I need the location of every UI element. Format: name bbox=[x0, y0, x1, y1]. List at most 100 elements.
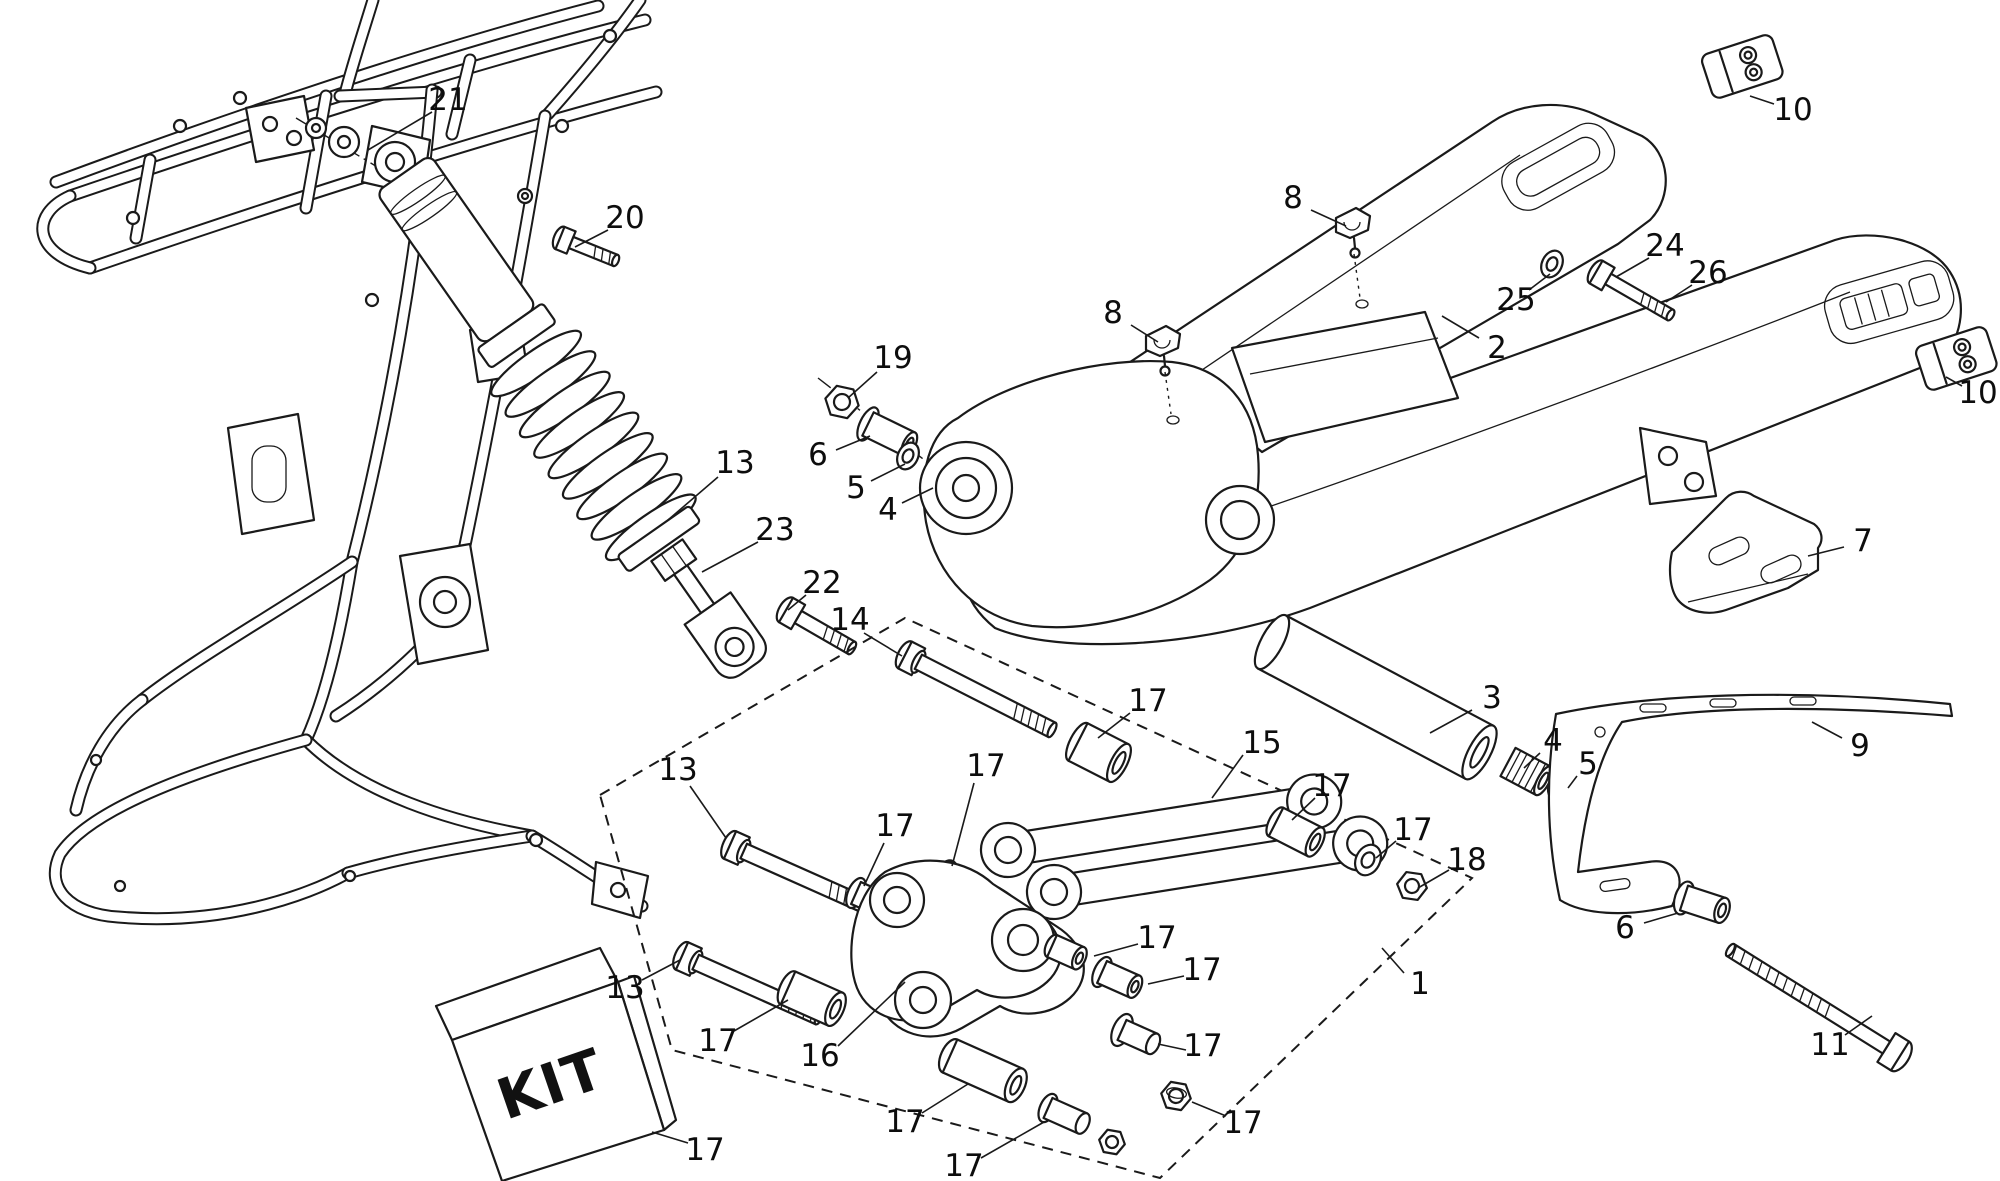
callout-10: 10 bbox=[1958, 375, 1997, 411]
leader-line-8 bbox=[1130, 324, 1159, 343]
leader-line-19 bbox=[847, 371, 878, 399]
leader-line-21 bbox=[367, 111, 433, 151]
leader-line-17 bbox=[980, 1121, 1045, 1159]
leader-line-16 bbox=[837, 981, 906, 1047]
callout-20: 20 bbox=[605, 200, 644, 236]
callout-17: 17 bbox=[1223, 1105, 1262, 1141]
part-16-rocker-arm bbox=[850, 859, 1062, 1030]
callout-17: 17 bbox=[1128, 683, 1167, 719]
leader-line-15 bbox=[1211, 754, 1244, 799]
callout-3: 3 bbox=[1482, 680, 1502, 716]
callout-4: 4 bbox=[878, 492, 898, 528]
leader-line-11 bbox=[1844, 1015, 1873, 1036]
leader-line-22 bbox=[787, 594, 807, 611]
leader-line-7 bbox=[1807, 546, 1845, 557]
part-17-bushing bbox=[1043, 933, 1088, 971]
part-17-washer bbox=[1353, 843, 1383, 877]
callout-13: 13 bbox=[605, 970, 644, 1006]
callout-2: 2 bbox=[1487, 330, 1507, 366]
callout-5: 5 bbox=[846, 470, 866, 506]
callout-9: 9 bbox=[1850, 728, 1870, 764]
leader-line-17 bbox=[1093, 943, 1139, 957]
callout-17: 17 bbox=[1312, 768, 1351, 804]
part-18-nut bbox=[1396, 870, 1428, 902]
leader-line-14 bbox=[863, 632, 903, 657]
part-19-nut bbox=[824, 384, 860, 420]
leader-line-6 bbox=[835, 435, 871, 451]
part-17-sleeve bbox=[937, 1038, 1028, 1104]
part-3-pivot-tube bbox=[1253, 613, 1498, 781]
leader-line-13 bbox=[689, 785, 727, 839]
callout-13: 13 bbox=[658, 752, 697, 788]
part-15-linkage-plate bbox=[979, 773, 1343, 879]
leader-line-3 bbox=[1429, 709, 1473, 734]
callout-26: 26 bbox=[1688, 255, 1727, 291]
leader-line-17 bbox=[1147, 975, 1185, 985]
leader-line-8 bbox=[1310, 209, 1347, 227]
callout-17: 17 bbox=[944, 1148, 983, 1181]
callout-1: 1 bbox=[1410, 966, 1430, 1002]
part-17-spacer bbox=[1265, 806, 1326, 858]
leader-line-5 bbox=[1567, 775, 1578, 789]
leader-line-4 bbox=[1523, 752, 1541, 769]
callout-23: 23 bbox=[755, 512, 794, 548]
part-20-bolt bbox=[551, 225, 621, 268]
leader-line-13 bbox=[667, 476, 719, 521]
leader-line-4 bbox=[901, 487, 934, 504]
part-17-bushing bbox=[1064, 721, 1132, 784]
part-17-nut bbox=[1098, 1128, 1126, 1156]
callout-4: 4 bbox=[1543, 723, 1563, 759]
callout-10: 10 bbox=[1773, 92, 1812, 128]
callout-5: 5 bbox=[1578, 746, 1598, 782]
callout-17: 17 bbox=[1182, 952, 1221, 988]
callout-17: 17 bbox=[875, 808, 914, 844]
leader-line-26 bbox=[1665, 284, 1693, 303]
callout-14: 14 bbox=[830, 602, 869, 638]
leader-line-18 bbox=[1417, 869, 1450, 889]
part-25-washer bbox=[1540, 249, 1564, 279]
leader-line-17 bbox=[863, 842, 885, 887]
leader-line-23 bbox=[701, 541, 759, 573]
swingarm bbox=[918, 103, 1962, 646]
leader-line-6 bbox=[1643, 912, 1679, 924]
part-17-bushing bbox=[776, 970, 847, 1028]
callout-17: 17 bbox=[698, 1023, 737, 1059]
part-6-bushing bbox=[1672, 880, 1731, 925]
callout-17: 17 bbox=[966, 748, 1005, 784]
part-17-bushing bbox=[1037, 1092, 1091, 1135]
callout-22: 22 bbox=[802, 565, 841, 601]
leader-line-24 bbox=[1615, 257, 1650, 278]
kit-card: KIT bbox=[434, 946, 678, 1181]
part-24-bolt bbox=[1586, 259, 1676, 322]
leader-line-17 bbox=[1375, 840, 1397, 859]
callout-7: 7 bbox=[1853, 523, 1873, 559]
part-21-bushing bbox=[304, 116, 361, 159]
callout-17: 17 bbox=[1393, 812, 1432, 848]
part-14-bolt bbox=[894, 640, 1058, 739]
part-7-chain-guide bbox=[1668, 490, 1823, 614]
leader-line-17 bbox=[951, 782, 975, 867]
callout-18: 18 bbox=[1447, 842, 1486, 878]
callout-24: 24 bbox=[1645, 228, 1684, 264]
leader-line-17 bbox=[733, 999, 789, 1032]
leader-line-2 bbox=[1441, 315, 1480, 339]
leader-line-13 bbox=[641, 959, 681, 981]
part-11-bolt bbox=[1724, 942, 1913, 1073]
callout-19: 19 bbox=[873, 340, 912, 376]
linkage-kit bbox=[598, 616, 1474, 1180]
leader-line-17 bbox=[1097, 712, 1131, 739]
leader-line-17 bbox=[651, 1131, 689, 1144]
part-17-bushing bbox=[1091, 955, 1144, 999]
kit-boundary bbox=[598, 616, 1474, 1180]
callout-21: 21 bbox=[428, 82, 467, 118]
leader-line-17 bbox=[1291, 797, 1316, 821]
shock-absorber bbox=[295, 116, 767, 679]
callout-25: 25 bbox=[1496, 282, 1535, 318]
callout-8: 8 bbox=[1103, 295, 1123, 331]
callout-8: 8 bbox=[1283, 180, 1303, 216]
part-5-washer bbox=[896, 441, 920, 471]
callout-15: 15 bbox=[1242, 725, 1281, 761]
